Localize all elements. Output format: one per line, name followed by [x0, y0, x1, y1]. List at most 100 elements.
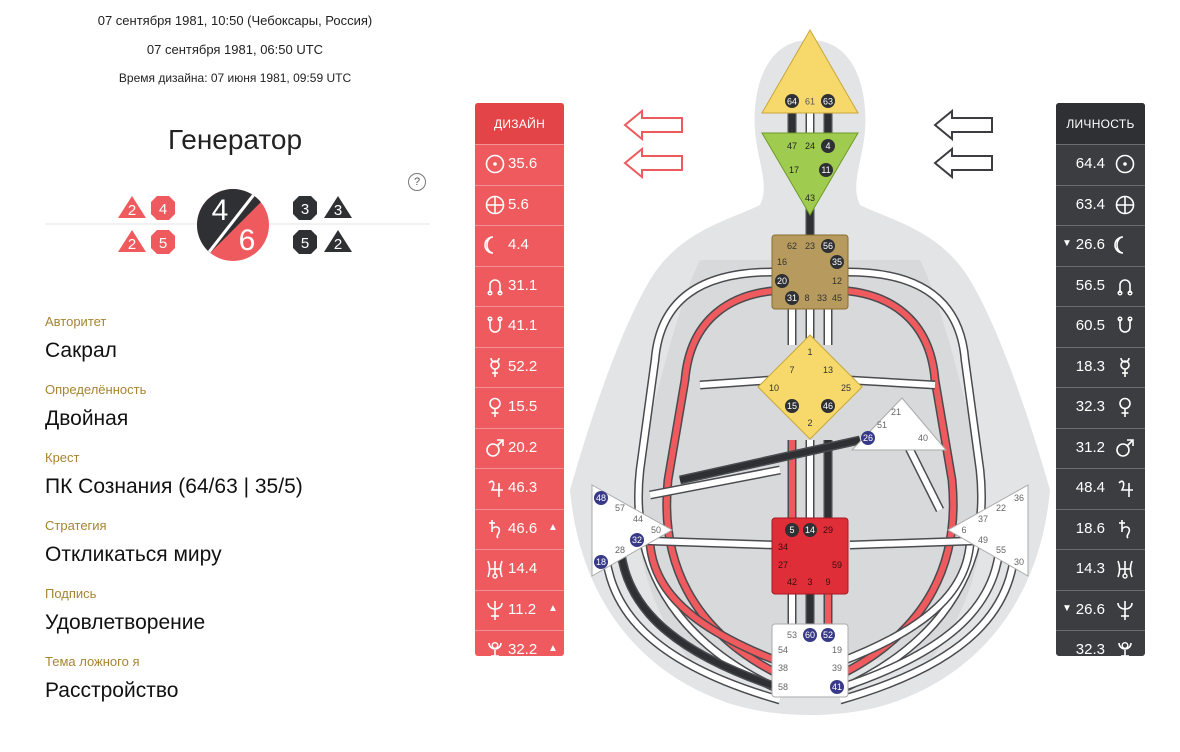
saturn-icon [484, 518, 506, 540]
personality-row[interactable]: 60.5 [1056, 306, 1145, 347]
svg-text:63: 63 [823, 97, 833, 107]
ego-center: 21 51 26 40 [850, 397, 948, 451]
exalted-icon: ▲ [548, 602, 558, 614]
personality-row[interactable]: 26.6▼ [1056, 589, 1145, 631]
venus-icon [484, 396, 506, 418]
mars-icon [484, 437, 506, 459]
design-badge-triangle-2: 2 [118, 230, 146, 253]
jupiter-icon [484, 477, 506, 499]
design-gate-value: 20.2 [508, 438, 538, 456]
signature-label: Подпись [45, 586, 97, 601]
personality-gate-value: 32.3 [1075, 641, 1105, 658]
venus-icon [1114, 396, 1136, 418]
personality-row[interactable]: 18.3 [1056, 346, 1145, 388]
svg-text:55: 55 [996, 545, 1006, 555]
svg-text:19: 19 [832, 645, 842, 655]
personality-gate-value: 48.4 [1075, 479, 1105, 496]
design-badge-text: 4 [159, 201, 167, 218]
svg-text:13: 13 [823, 365, 833, 375]
sun-icon [484, 153, 506, 175]
design-badge-hex-1: 4 [151, 196, 175, 220]
personality-row[interactable]: 56.5 [1056, 265, 1145, 307]
svg-text:53: 53 [787, 630, 797, 640]
uranus-icon [1114, 558, 1136, 580]
personality-column-title: ЛИЧНОСТЬ [1056, 103, 1145, 144]
spleen-center: 48 57 44 50 32 28 18 [591, 484, 674, 577]
mercury-icon [484, 356, 506, 378]
personality-row[interactable]: 32.3 [1056, 387, 1145, 428]
svg-text:12: 12 [832, 276, 842, 286]
birth-local-datetime: 07 сентября 1981, 10:50 (Чебоксары, Росс… [97, 13, 373, 28]
profile-line-personality: 6 [239, 224, 256, 257]
design-row[interactable]: 52.2 [475, 346, 564, 388]
personality-row[interactable]: 26.6▼ [1056, 225, 1145, 266]
birth-utc-datetime: 07 сентября 1981, 06:50 UTC [146, 42, 324, 57]
design-row[interactable]: 46.3 [475, 468, 564, 509]
personality-row[interactable]: 18.6 [1056, 508, 1145, 550]
design-row[interactable]: 41.1 [475, 306, 564, 347]
personality-row[interactable]: 64.4 [1056, 144, 1145, 185]
personality-row[interactable]: 31.2 [1056, 427, 1145, 469]
profile-circle [197, 189, 269, 261]
design-row[interactable]: 32.2▲ [475, 630, 564, 671]
personality-badge-text: 5 [301, 235, 309, 252]
svg-text:39: 39 [832, 663, 842, 673]
personality-badge-hex-2: 5 [293, 230, 317, 254]
svg-text:18: 18 [596, 557, 606, 567]
jupiter-icon [1114, 477, 1136, 499]
personality-row[interactable]: 32.3 [1056, 630, 1145, 671]
design-arrows [623, 108, 683, 180]
svg-text:30: 30 [1014, 557, 1024, 567]
design-row[interactable]: 5.6 [475, 184, 564, 226]
svg-text:9: 9 [825, 577, 830, 587]
design-badge-text: 2 [128, 202, 136, 219]
design-badge-text: 2 [128, 236, 136, 253]
design-row[interactable]: 31.1 [475, 265, 564, 307]
personality-arrow-left-icon [933, 108, 993, 142]
personality-badge-hex-1: 3 [293, 196, 317, 220]
svg-text:27: 27 [778, 560, 788, 570]
svg-text:37: 37 [978, 514, 988, 524]
svg-text:21: 21 [891, 407, 901, 417]
svg-text:24: 24 [805, 141, 815, 151]
svg-text:61: 61 [805, 97, 815, 107]
svg-text:60: 60 [805, 630, 815, 640]
earth-icon [1114, 194, 1136, 216]
design-row[interactable]: 20.2 [475, 427, 564, 469]
design-row[interactable]: 4.4 [475, 225, 564, 266]
design-row[interactable]: 35.6 [475, 144, 564, 185]
design-gate-value: 46.6 [508, 519, 538, 537]
design-datetime: Время дизайна: 07 июня 1981, 09:59 UTC [118, 71, 352, 85]
personality-row[interactable]: 14.3 [1056, 549, 1145, 590]
design-row[interactable]: 46.6▲ [475, 508, 564, 550]
personality-row[interactable]: 63.4 [1056, 184, 1145, 226]
svg-text:43: 43 [805, 193, 815, 203]
personality-gate-value: 32.3 [1075, 398, 1105, 415]
uranus-icon [484, 558, 506, 580]
type-title: Генератор [167, 124, 303, 155]
svg-text:50: 50 [651, 525, 661, 535]
design-row[interactable]: 15.5 [475, 387, 564, 428]
profile-line-design: 4 [212, 194, 229, 227]
svg-text:22: 22 [996, 503, 1006, 513]
design-badge-hex-2: 5 [151, 230, 175, 254]
personality-row[interactable]: 48.4 [1056, 468, 1145, 509]
svg-text:36: 36 [1014, 493, 1024, 503]
moon-icon [1114, 234, 1136, 256]
help-icon[interactable]: ? [408, 173, 426, 191]
profile-block: 2 4 2 5 4 6 3 3 5 2 [45, 189, 430, 261]
root-center: 53 60 52 54 19 38 39 58 41 [771, 623, 849, 698]
design-row[interactable]: 11.2▲ [475, 589, 564, 631]
throat-center: 62 23 56 16 35 20 12 31 8 33 45 [771, 234, 849, 310]
svg-text:47: 47 [787, 141, 797, 151]
design-gate-value: 14.4 [508, 560, 538, 577]
svg-text:64: 64 [787, 97, 797, 107]
personality-gate-value: 18.6 [1075, 519, 1105, 537]
definition-value: Двойная [45, 407, 129, 430]
svg-text:57: 57 [615, 503, 625, 513]
personality-badge-text: 3 [301, 201, 309, 218]
svg-text:8: 8 [804, 293, 809, 303]
personality-gate-value: 18.3 [1075, 357, 1105, 375]
design-row[interactable]: 14.4 [475, 549, 564, 590]
